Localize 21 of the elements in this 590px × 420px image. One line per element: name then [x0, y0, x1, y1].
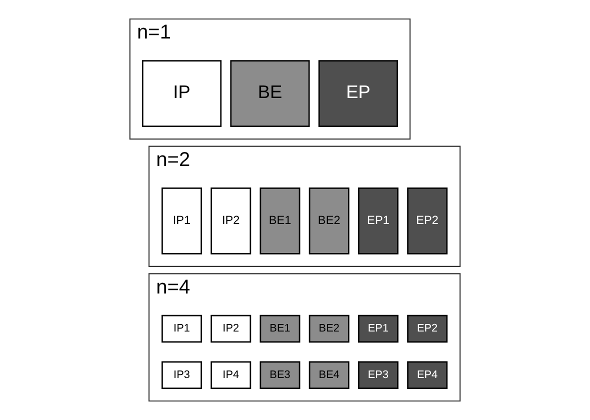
node-box: EP	[318, 60, 398, 127]
node-box: EP3	[358, 361, 398, 389]
node-box: EP1	[358, 187, 398, 254]
node-box: EP4	[407, 361, 448, 389]
node-box: EP2	[407, 314, 448, 343]
node-box: EP2	[407, 187, 448, 254]
node-box: BE4	[308, 361, 350, 389]
node-box: IP	[142, 60, 222, 127]
node-box: BE3	[260, 361, 300, 389]
node-box: EP1	[358, 314, 398, 343]
node-box: BE2	[308, 314, 350, 343]
node-box: BE1	[260, 187, 300, 254]
node-box: BE2	[308, 187, 350, 254]
node-box: BE1	[260, 314, 300, 343]
node-box: IP1	[162, 187, 202, 254]
node-box: IP4	[210, 361, 252, 389]
node-box: IP2	[210, 314, 252, 343]
node-box: BE	[230, 60, 310, 127]
node-box: IP3	[162, 361, 202, 389]
node-box: IP2	[210, 187, 252, 254]
node-box: IP1	[162, 314, 202, 343]
